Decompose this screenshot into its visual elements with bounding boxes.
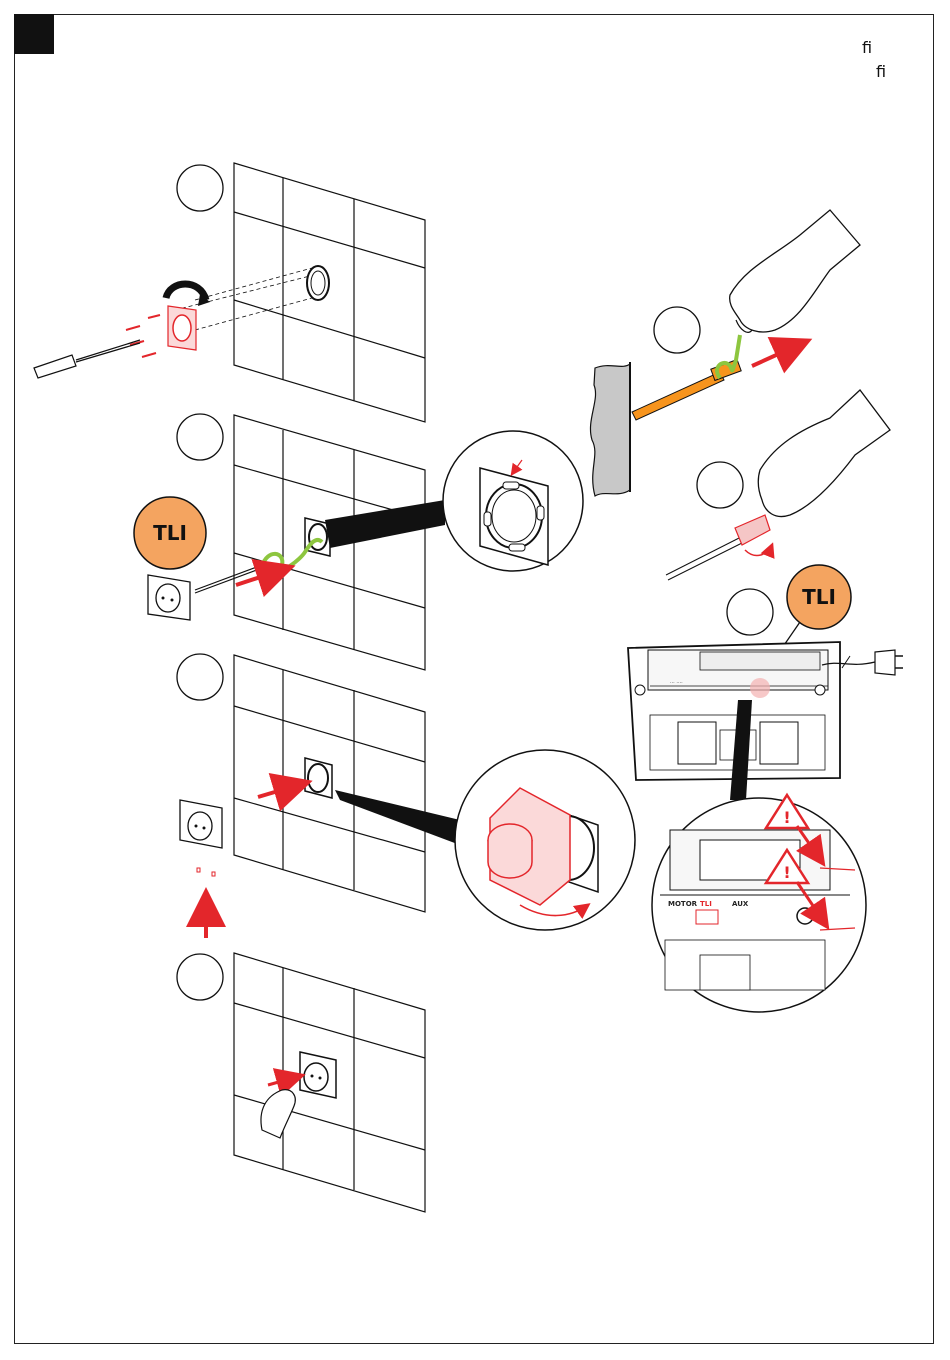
label-tli: TLI <box>700 900 712 908</box>
step-7-circle <box>727 589 773 635</box>
zoom-detail-2 <box>443 431 583 571</box>
tli-badge-left-text: TLI <box>153 521 187 545</box>
label-motor: MOTOR <box>668 900 698 908</box>
zoom-detail-7: MOTOR TLI AUX ! ! <box>652 795 866 1012</box>
cable-release-section <box>666 390 890 580</box>
socket-icon <box>148 575 190 620</box>
svg-text:··· ····: ··· ···· <box>670 680 683 686</box>
zoom-detail-3 <box>455 750 635 930</box>
wall-section <box>590 364 630 496</box>
pull-arrow <box>752 342 805 366</box>
insert-arrow-2 <box>236 568 288 585</box>
tli-badge-right-text: TLI <box>802 585 836 609</box>
step-1 <box>34 163 425 422</box>
step-6-circle <box>697 462 743 508</box>
push-arrow-4 <box>268 1076 300 1085</box>
svg-text:!: ! <box>783 808 790 827</box>
control-unit-box: ··· ···· <box>628 642 903 780</box>
socket-icon <box>180 800 222 848</box>
step-3-circle <box>177 654 223 700</box>
tli-badge-right: TLI <box>787 565 851 629</box>
step-2-circle <box>177 414 223 460</box>
tile-wall-1 <box>234 163 425 422</box>
step-3 <box>177 654 635 938</box>
svg-text:!: ! <box>783 863 790 882</box>
ring-adaptor-1 <box>168 306 196 350</box>
label-aux: AUX <box>732 900 749 908</box>
screwdriver-icon <box>34 340 140 378</box>
step-4-circle <box>177 954 223 1000</box>
pull-rod <box>632 372 724 420</box>
control-unit-section: TLI ··· ···· <box>628 565 903 1012</box>
plug-icon <box>875 650 903 675</box>
release-clip <box>735 515 770 545</box>
step-1-circle <box>177 165 223 211</box>
step-4 <box>177 953 425 1212</box>
tli-badge-left: TLI <box>134 497 206 569</box>
hand-icon <box>730 210 860 332</box>
hand-icon <box>758 390 890 517</box>
hand-icon <box>261 1090 295 1138</box>
step-5-circle <box>654 307 700 353</box>
step-2: TLI <box>134 414 583 670</box>
socket-icon <box>300 1052 336 1098</box>
insert-arrow-3 <box>258 783 305 797</box>
